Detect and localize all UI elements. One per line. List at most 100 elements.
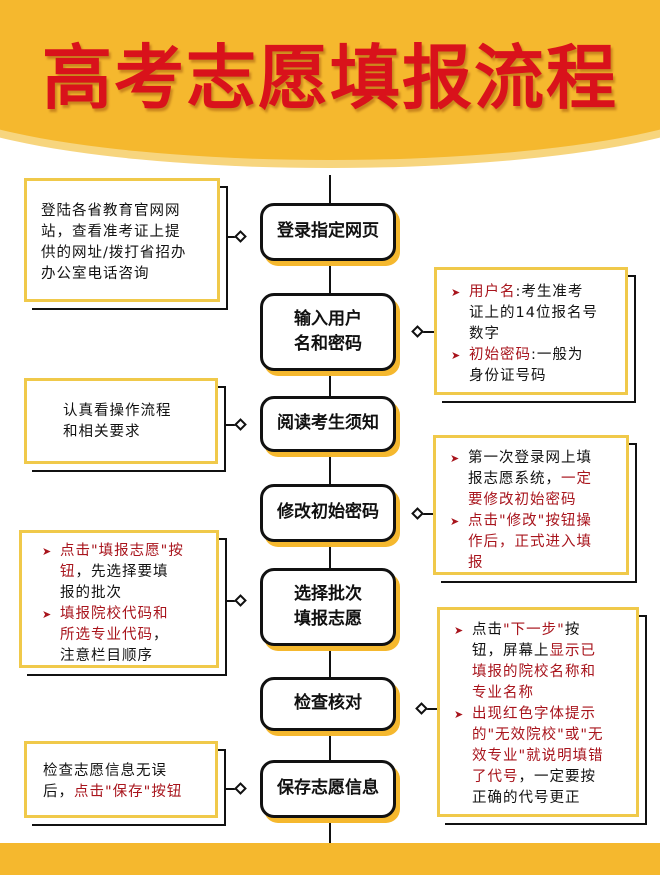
step-label: 输入用户 名和密码	[294, 307, 362, 358]
note-text: ，一定要按	[518, 769, 596, 785]
note-highlight: 一定	[561, 471, 592, 487]
step-label-line: 选择批次	[294, 583, 362, 604]
note-text: 数字	[469, 326, 500, 342]
connector-line	[226, 788, 236, 790]
step-change-password: 修改初始密码	[260, 484, 396, 542]
diamond-connector-icon	[415, 702, 428, 715]
note-highlight: 显示已	[549, 643, 596, 659]
note-highlight: 用户名	[469, 284, 516, 300]
note-text: 证上的14位报名号	[469, 305, 598, 321]
step-login-webpage: 登录指定网页	[260, 203, 396, 261]
note-password: ➤ 第一次登录网上填 报志愿系统，一定 要修改初始密码 ➤ 点击"修改"按钮操 作后…	[433, 435, 637, 583]
bullet-arrow-icon: ➤	[42, 608, 53, 621]
note-highlight: 要修改初始密码	[468, 492, 577, 508]
step-select-batch: 选择批次 填报志愿	[260, 568, 396, 646]
diamond-connector-icon	[234, 782, 247, 795]
connector-line	[227, 600, 237, 602]
page-title: 高考志愿填报流程	[42, 37, 618, 119]
note-text: 办公室电话咨询	[41, 266, 150, 282]
note-select: ➤ 点击"填报志愿"按 钮，先选择要填 报的批次 ➤ 填报院校代码和 所选专业代码，…	[19, 530, 227, 676]
footer-bar	[0, 843, 660, 875]
header-banner	[0, 0, 660, 160]
note-text: 供的网址/拨打省招办	[41, 245, 187, 261]
note-highlight: 效专业"就说明填错	[472, 748, 604, 764]
note-text: 报的批次	[60, 585, 122, 601]
note-text: 站，查看准考证上提	[41, 224, 181, 240]
note-highlight: "下一步"	[503, 622, 565, 638]
note-text: 检查志愿信息无误	[43, 763, 167, 779]
step-label: 保存志愿信息	[277, 778, 379, 799]
note-highlight: 填报的院校名称和	[472, 664, 596, 680]
bullet-arrow-icon: ➤	[454, 708, 465, 721]
note-highlight: 钮	[60, 564, 76, 580]
step-save-info: 保存志愿信息	[260, 760, 396, 818]
note-text: 和相关要求	[63, 424, 141, 440]
step-label: 登录指定网页	[277, 221, 379, 242]
note-text: :考生准考	[515, 284, 584, 300]
note-text: 后，	[43, 784, 74, 800]
step-label-line: 输入用户	[294, 308, 362, 329]
note-text: :一般为	[531, 347, 584, 363]
note-highlight: 了代号	[472, 769, 519, 785]
step-check-verify: 检查核对	[260, 677, 396, 731]
note-box: 检查志愿信息无误 后，点击"保存"按钮	[24, 741, 218, 818]
note-highlight: 点击"填报志愿"按	[60, 543, 184, 559]
note-highlight: 作后，正式进入填	[468, 534, 592, 550]
step-label-line: 名和密码	[294, 334, 362, 354]
note-text: 正确的代号更正	[472, 790, 581, 806]
bullet-arrow-icon: ➤	[42, 545, 53, 558]
connector-line	[420, 331, 434, 333]
bullet-arrow-icon: ➤	[450, 452, 461, 465]
note-highlight: 出现红色字体提示	[472, 706, 596, 722]
connector-line	[226, 424, 236, 426]
step-enter-credentials: 输入用户 名和密码	[260, 293, 396, 371]
step-label: 选择批次 填报志愿	[294, 582, 362, 633]
note-highlight: 填报院校代码和	[60, 606, 169, 622]
note-text: 注意栏目顺序	[60, 648, 153, 664]
note-box: ➤用户名:考生准考 证上的14位报名号 数字 ➤初始密码:一般为 身份证号码	[434, 267, 628, 395]
note-highlight: 点击"保存"按钮	[74, 784, 183, 800]
note-text: 登陆各省教育官网网	[41, 203, 181, 219]
bullet-arrow-icon: ➤	[454, 624, 465, 637]
note-text: 按	[564, 622, 581, 638]
diamond-connector-icon	[411, 507, 424, 520]
connector-line	[228, 236, 238, 238]
step-label: 检查核对	[294, 693, 362, 714]
bullet-arrow-icon: ➤	[451, 286, 462, 299]
note-highlight: 所选专业代码	[60, 627, 153, 643]
note-text: 报志愿系统，	[468, 471, 561, 487]
note-check: ➤ 点击"下一步"按 钮，屏幕上显示已 填报的院校名称和 专业名称 ➤ 出现红色字体…	[437, 607, 647, 825]
note-highlight: 的"无效院校"或"无	[472, 727, 604, 743]
note-text: 第一次登录网上填	[468, 450, 592, 466]
note-box: ➤ 点击"下一步"按 钮，屏幕上显示已 填报的院校名称和 专业名称 ➤ 出现红色字体…	[437, 607, 639, 817]
note-text: 钮，屏幕上	[472, 643, 550, 659]
note-text: 身份证号码	[469, 368, 547, 384]
note-box: 认真看操作流程 和相关要求	[24, 378, 218, 464]
note-box: ➤ 点击"填报志愿"按 钮，先选择要填 报的批次 ➤ 填报院校代码和 所选专业代码，…	[19, 530, 219, 668]
note-highlight: 专业名称	[472, 685, 534, 701]
note-text: 点击	[472, 622, 503, 638]
note-text: ，	[153, 627, 169, 643]
note-box: ➤ 第一次登录网上填 报志愿系统，一定 要修改初始密码 ➤ 点击"修改"按钮操 作后…	[433, 435, 629, 575]
note-notice: 认真看操作流程 和相关要求	[24, 378, 226, 472]
note-highlight: 点击"修改"按钮操	[468, 513, 592, 529]
step-label: 修改初始密码	[277, 502, 379, 523]
step-read-notice: 阅读考生须知	[260, 396, 396, 452]
connector-line	[420, 513, 433, 515]
diamond-connector-icon	[234, 594, 247, 607]
note-text: 认真看操作流程	[63, 403, 172, 419]
note-highlight: 报	[468, 555, 484, 571]
note-text: ，先选择要填	[75, 564, 169, 580]
diamond-connector-icon	[411, 325, 424, 338]
note-login: 登陆各省教育官网网 站，查看准考证上提 供的网址/拨打省招办 办公室电话咨询	[24, 178, 228, 310]
step-label-line: 填报志愿	[294, 609, 362, 629]
step-label: 阅读考生须知	[277, 413, 379, 434]
note-credentials: ➤用户名:考生准考 证上的14位报名号 数字 ➤初始密码:一般为 身份证号码	[434, 267, 636, 403]
note-box: 登陆各省教育官网网 站，查看准考证上提 供的网址/拨打省招办 办公室电话咨询	[24, 178, 220, 302]
diamond-connector-icon	[234, 230, 247, 243]
diamond-connector-icon	[234, 418, 247, 431]
bullet-arrow-icon: ➤	[450, 515, 461, 528]
note-highlight: 初始密码	[469, 347, 531, 363]
note-save: 检查志愿信息无误 后，点击"保存"按钮	[24, 741, 226, 826]
connector-line	[424, 708, 437, 710]
